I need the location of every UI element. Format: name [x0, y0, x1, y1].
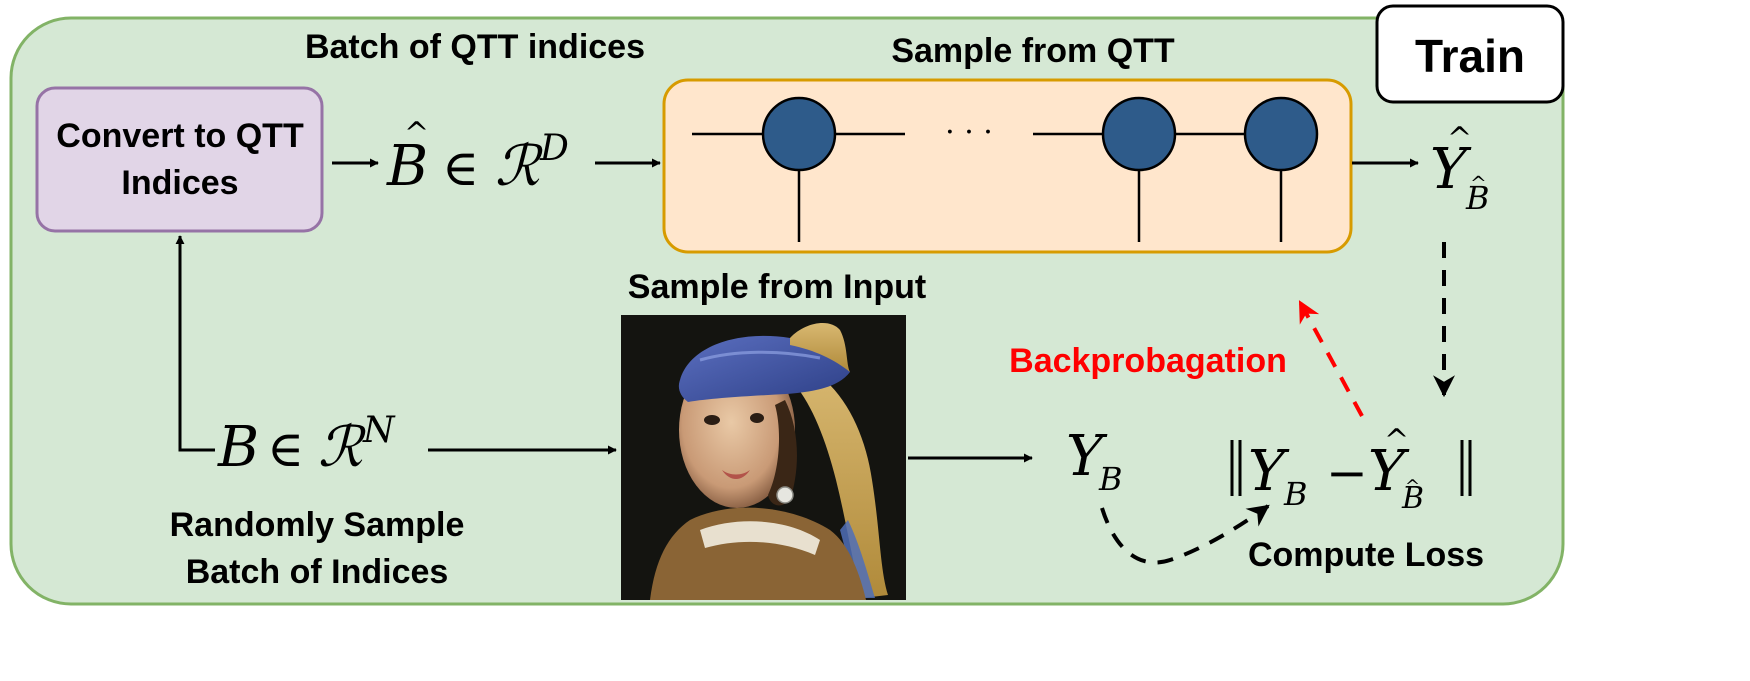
convert-label-line1: Convert to QTT — [56, 117, 304, 155]
batch-title: Batch of QTT indices — [305, 28, 645, 66]
svg-text:B: B — [386, 134, 428, 199]
b-expression: B ∈ ℛ N — [217, 410, 396, 480]
svg-text:^: ^ — [1384, 423, 1409, 458]
train-label: Train — [1415, 30, 1525, 82]
svg-text:B: B — [1283, 475, 1308, 513]
svg-text:Y: Y — [1430, 137, 1472, 202]
loss-expression: Y B − Y ^ B ^ — [1230, 423, 1472, 516]
svg-text:ℛ: ℛ — [495, 134, 543, 199]
svg-text:Y: Y — [1066, 424, 1108, 489]
arrow-b-to-convert — [175, 235, 215, 452]
compute-loss-label: Compute Loss — [1248, 536, 1484, 574]
yhat-expression: Y ^ B ^ — [1430, 121, 1490, 217]
backprop-arrow — [1298, 300, 1364, 417]
svg-text:B: B — [217, 415, 259, 480]
svg-text:^: ^ — [1470, 171, 1487, 195]
svg-text:B: B — [1465, 179, 1490, 217]
svg-text:∈: ∈ — [442, 139, 479, 197]
random-sample-line2: Batch of Indices — [186, 553, 449, 591]
svg-text:N: N — [362, 410, 396, 451]
bhat-expression: B ^ ∈ ℛ D — [386, 116, 569, 199]
svg-text:D: D — [539, 128, 569, 169]
convert-label-line2: Indices — [121, 164, 238, 202]
svg-text:ℛ: ℛ — [318, 415, 366, 480]
yb-expression: Y B — [1066, 424, 1123, 498]
qtt-node-3 — [1243, 96, 1319, 172]
svg-text:^: ^ — [404, 116, 429, 151]
backprop-label: Backprobagation — [1009, 342, 1287, 380]
svg-text:−: − — [1326, 444, 1368, 502]
qtt-node-2 — [1101, 96, 1177, 172]
svg-text:∈: ∈ — [267, 420, 304, 478]
sample-qtt-title: Sample from QTT — [891, 32, 1175, 70]
svg-text:B: B — [1098, 460, 1123, 498]
arrow-yb-to-loss — [1100, 504, 1270, 565]
random-sample-line1: Randomly Sample — [170, 506, 465, 544]
train-badge — [1375, 4, 1565, 104]
input-image — [621, 315, 906, 600]
qtt-node-1 — [761, 96, 837, 172]
convert-box — [35, 86, 324, 233]
qtt-ellipsis: · · · — [945, 115, 993, 150]
svg-text:Y: Y — [1368, 439, 1410, 504]
svg-text:^: ^ — [1447, 121, 1472, 156]
sample-input-title: Sample from Input — [628, 268, 926, 306]
svg-text:Y: Y — [1248, 439, 1290, 504]
svg-text:^: ^ — [1405, 476, 1420, 497]
svg-text:B: B — [1401, 481, 1424, 516]
qtt-box — [662, 78, 1353, 254]
